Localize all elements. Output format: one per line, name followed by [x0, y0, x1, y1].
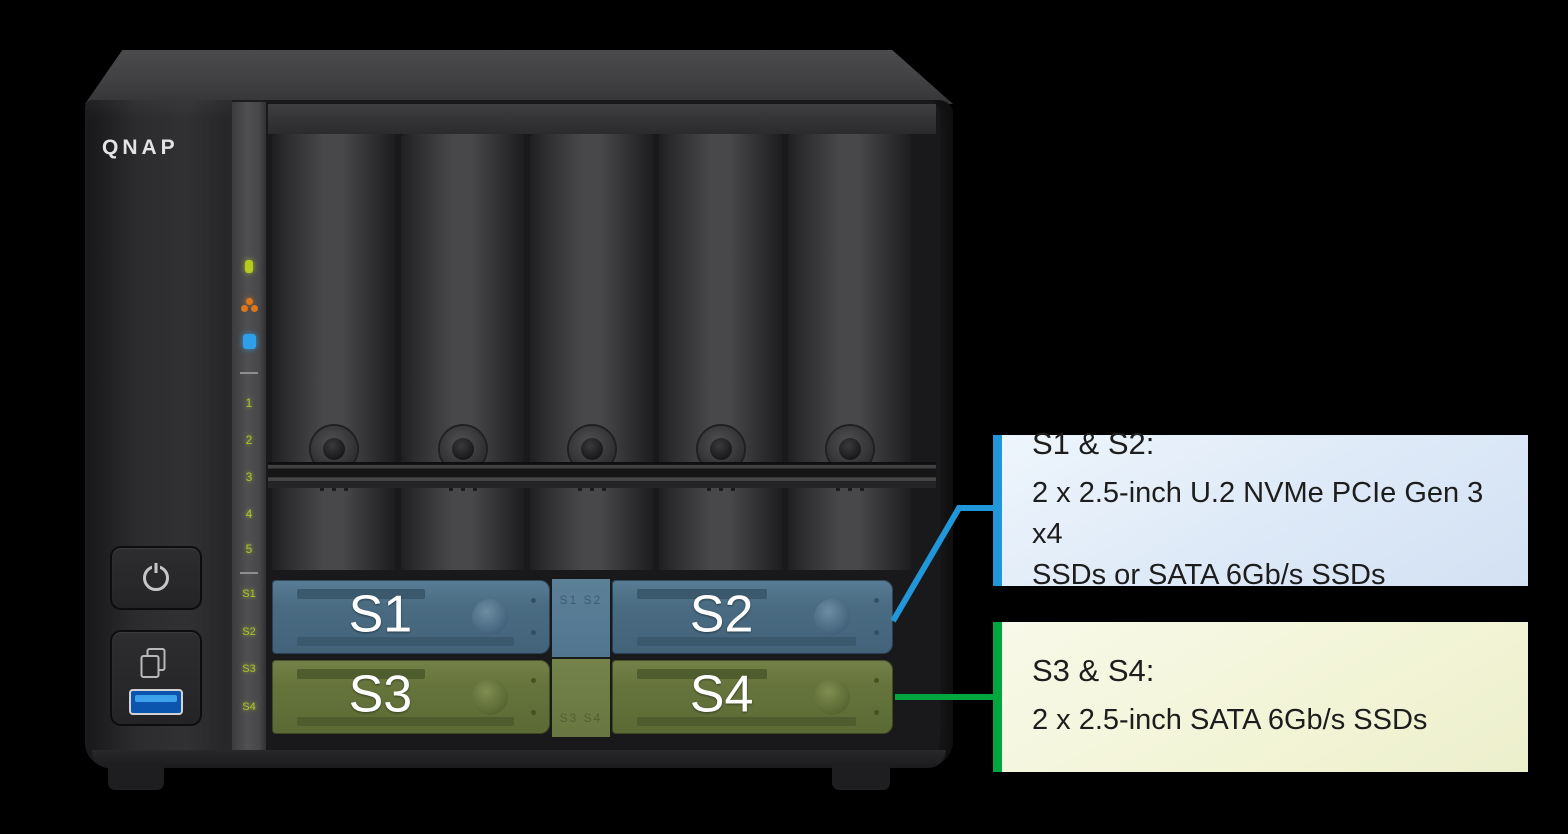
drive-bay-5 — [788, 134, 911, 570]
power-button — [110, 546, 202, 610]
bay-top-strip — [268, 104, 936, 134]
nas-top-surface — [85, 50, 953, 104]
callout-nvme-ssds: S1 & S2: 2 x 2.5-inch U.2 NVMe PCIe Gen … — [993, 426, 1528, 591]
callout-sata-ssds: S3 & S4: 2 x 2.5-inch SATA 6Gb/s SSDs — [993, 622, 1528, 772]
led-strip: 1 2 3 4 5 S1 S2 S3 S4 — [232, 102, 266, 766]
usb-copy-button — [110, 630, 202, 726]
nas-foot-left — [108, 766, 164, 790]
tray-divider-top: S1 S2 — [552, 579, 610, 657]
drive-bay-3 — [530, 134, 653, 570]
callout-nvme-body-line2: SSDs or SATA 6Gb/s SSDs — [1032, 558, 1386, 591]
ssd-tray-s2: S2 — [612, 580, 893, 654]
drive-led-3: 3 — [245, 470, 253, 484]
etched-label: S3 S4 — [559, 711, 603, 725]
ssd-tray-s4: S4 — [612, 660, 893, 734]
copy-icon — [140, 648, 166, 678]
lan-led-icon — [232, 298, 266, 318]
drive-bay-2 — [401, 134, 524, 570]
tray-button-icon — [814, 599, 851, 635]
usb-led-icon — [232, 334, 266, 354]
drive-bay-1 — [272, 134, 395, 570]
tray-label-s1: S1 — [348, 585, 413, 644]
ssd-led-s2: S2 — [242, 626, 256, 638]
led-divider — [240, 372, 258, 374]
ssd-tray-s3: S3 — [272, 660, 550, 734]
usb-port — [129, 689, 183, 715]
etched-label: S1 S2 — [559, 593, 603, 607]
tray-label-s2: S2 — [689, 585, 754, 644]
drive-led-5: 5 — [245, 542, 253, 556]
bay-groove — [268, 462, 936, 488]
ssd-led-s4: S4 — [242, 701, 256, 713]
tray-button-icon — [472, 679, 509, 715]
callout-sata-body-line1: 2 x 2.5-inch SATA 6Gb/s SSDs — [1032, 704, 1428, 736]
drive-led-1: 1 — [245, 396, 253, 410]
tray-divider-bottom: S3 S4 — [552, 659, 610, 737]
callout-nvme-title: S1 & S2: — [1032, 425, 1155, 461]
ssd-led-s3: S3 — [242, 663, 256, 675]
status-led-icon — [232, 260, 266, 278]
led-divider — [240, 572, 258, 574]
ssd-tray-s1: S1 — [272, 580, 550, 654]
tray-button-icon — [814, 679, 851, 715]
nas-bottom-lip — [92, 750, 946, 768]
callout-sata-title: S3 & S4: — [1032, 653, 1155, 688]
power-icon — [143, 563, 169, 591]
callout-nvme-body-line1: 2 x 2.5-inch U.2 NVMe PCIe Gen 3 x4 — [1032, 476, 1484, 550]
tray-label-s3: S3 — [348, 665, 413, 724]
tray-button-icon — [472, 599, 509, 635]
drive-led-4: 4 — [245, 507, 253, 521]
tray-label-s4: S4 — [689, 665, 754, 724]
nas-foot-right — [832, 766, 890, 790]
qnap-logo: QNAP — [102, 136, 179, 159]
drive-bay-4 — [659, 134, 782, 570]
ssd-led-s1: S1 — [242, 588, 256, 600]
drive-led-2: 2 — [245, 433, 253, 447]
